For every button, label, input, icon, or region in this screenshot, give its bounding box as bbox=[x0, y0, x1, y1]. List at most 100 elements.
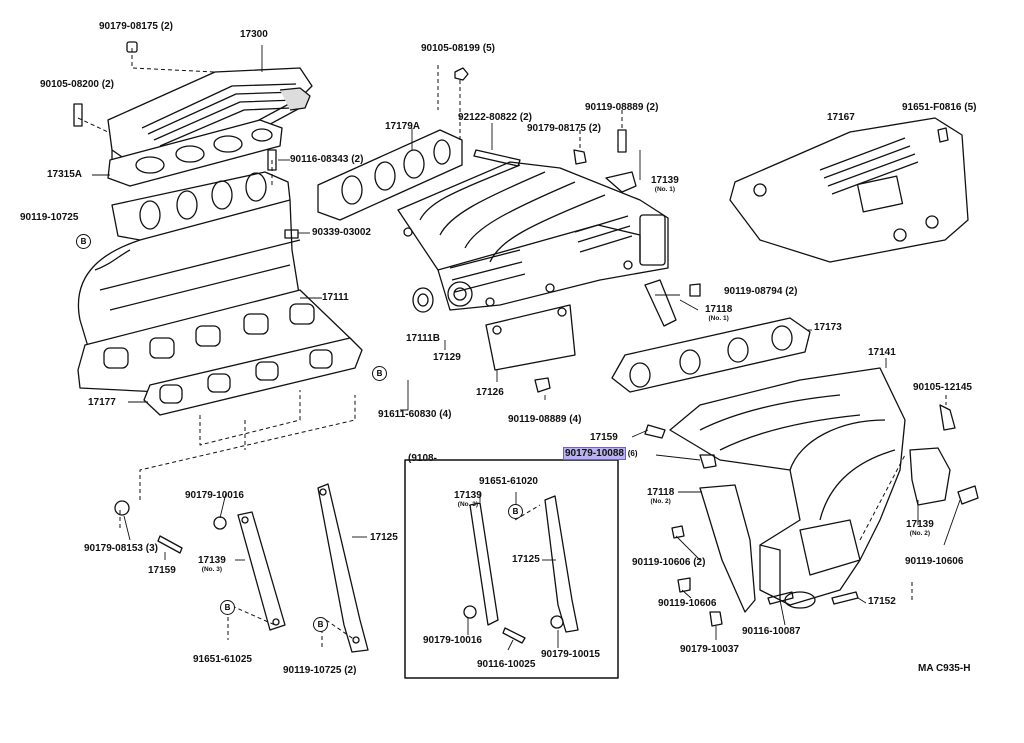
label-17125-box: 17125 bbox=[512, 554, 540, 565]
label-17179A: 17179A bbox=[385, 121, 421, 132]
label-qty: (2) bbox=[519, 112, 532, 123]
label-90179-10088[interactable]: 90179-10088 (6) bbox=[563, 447, 638, 460]
label-91651-61025: 91651-61025 bbox=[193, 654, 252, 665]
gasket-17173-shape bbox=[611, 317, 811, 393]
label-text: 90119-10606 bbox=[632, 557, 691, 568]
label-text: 92122-80822 bbox=[458, 112, 517, 123]
label-90179-08153: 90179-08153 (3) bbox=[84, 544, 158, 554]
label-90105-08200: 90105-08200 (2) bbox=[40, 80, 114, 90]
circle-marker-b: B bbox=[76, 234, 91, 249]
label-17139-no2: 17139(No. 2) bbox=[906, 520, 934, 538]
circle-marker-b: B bbox=[220, 600, 235, 615]
label-90179-10015: 90179-10015 bbox=[541, 649, 600, 660]
label-text: 17118 bbox=[647, 487, 675, 498]
label-sub: (No. 2) bbox=[909, 530, 931, 537]
label-sub: (No. 3) bbox=[201, 566, 223, 573]
center-fasteners bbox=[412, 67, 637, 393]
plenum-cover-17300-shape bbox=[107, 67, 313, 179]
label-text: 17139 bbox=[454, 490, 482, 501]
label-text: 90105-08199 bbox=[421, 43, 480, 54]
label-text: 90119-10725 bbox=[283, 665, 342, 676]
highlighted-part-number[interactable]: 90179-10088 bbox=[563, 447, 626, 460]
label-90119-10606-right: 90119-10606 bbox=[905, 556, 964, 567]
label-sub: (No. 2) bbox=[650, 498, 671, 505]
variant-box-header: (9108- bbox=[408, 453, 437, 464]
label-17141: 17141 bbox=[868, 347, 896, 358]
intake-manifold-17111-shape bbox=[77, 171, 353, 393]
stay-17125-left-shape bbox=[317, 483, 369, 653]
circle-marker-b: B bbox=[372, 366, 387, 381]
label-90116-10087: 90116-10087 bbox=[742, 626, 801, 637]
label-90119-10606-a: 90119-10606 (2) bbox=[632, 558, 705, 568]
air-intake-chamber-17129-shape bbox=[397, 161, 669, 311]
label-qty: (2) bbox=[351, 154, 364, 165]
exhaust-brackets bbox=[644, 279, 979, 627]
label-17139-no3-left: 17139(No. 3) bbox=[198, 556, 226, 574]
engine-cover-17167-shape bbox=[729, 117, 969, 263]
marker-letter: B bbox=[317, 620, 324, 629]
marker-letter: B bbox=[512, 507, 519, 516]
label-90116-08343: 90116-08343 (2) bbox=[290, 155, 363, 165]
label-90119-08889-top: 90119-08889 (2) bbox=[585, 103, 658, 113]
right-dashed-leaders bbox=[859, 395, 947, 600]
label-qty: (2) bbox=[785, 286, 798, 297]
gasket-17179A-shape bbox=[317, 129, 463, 221]
label-qty: (4) bbox=[439, 409, 452, 420]
marker-letter: B bbox=[224, 603, 231, 612]
label-text: 17139 bbox=[906, 519, 934, 530]
label-qty: (2) bbox=[693, 557, 706, 568]
label-17125-left: 17125 bbox=[370, 532, 398, 543]
label-qty: (2) bbox=[646, 102, 659, 113]
label-17152: 17152 bbox=[868, 596, 896, 607]
label-qty: (6) bbox=[627, 449, 638, 458]
label-17129: 17129 bbox=[433, 352, 461, 363]
left-dashed-leaders bbox=[77, 48, 356, 530]
exhaust-manifold-17141-shape bbox=[669, 367, 906, 609]
label-90119-10725-bot: 90119-10725 (2) bbox=[283, 666, 356, 676]
label-17111: 17111 bbox=[322, 292, 349, 303]
variant-box-frame bbox=[404, 459, 619, 679]
circle-marker-b: B bbox=[508, 504, 523, 519]
label-qty: (2) bbox=[588, 123, 601, 134]
label-17177: 17177 bbox=[88, 397, 116, 408]
label-text: 90116-08343 bbox=[290, 154, 349, 165]
marker-letter: B bbox=[80, 237, 87, 246]
circle-marker-b: B bbox=[313, 617, 328, 632]
label-text: 90179-08175 bbox=[527, 123, 586, 134]
center-dashed-leaders bbox=[437, 65, 623, 150]
label-sub: (No. 1) bbox=[654, 186, 676, 193]
label-91651-F0816: 91651-F0816 (5) bbox=[902, 103, 977, 113]
label-text: 17139 bbox=[651, 175, 679, 186]
label-17139-no3-box: 17139(No. 3) bbox=[454, 491, 482, 509]
label-90179-10037: 90179-10037 bbox=[680, 644, 739, 655]
label-90119-10606-b: 90119-10606 bbox=[658, 598, 717, 609]
label-17173: 17173 bbox=[814, 322, 842, 333]
page-code: MA C935-H bbox=[918, 663, 971, 674]
label-qty: (2) bbox=[344, 665, 357, 676]
lower-left-dashed bbox=[227, 605, 356, 650]
label-qty: (5) bbox=[964, 102, 977, 113]
label-90119-08794: 90119-08794 (2) bbox=[724, 287, 797, 297]
label-text: 90119-08889 bbox=[585, 102, 644, 113]
label-text: 90179-08175 bbox=[99, 21, 158, 32]
label-91651-61020: 91651-61020 bbox=[479, 476, 538, 487]
label-17159-left: 17159 bbox=[148, 565, 176, 576]
label-90119-10725-left: 90119-10725 bbox=[20, 212, 79, 223]
label-text: 90105-08200 bbox=[40, 79, 99, 90]
label-text: 17118 bbox=[705, 304, 733, 315]
label-90179-10016-box: 90179-10016 bbox=[423, 635, 482, 646]
stay-17139-no3-left-shape bbox=[237, 511, 286, 631]
label-90339-03002: 90339-03002 bbox=[312, 227, 371, 238]
label-17111B: 17111B bbox=[406, 333, 440, 344]
label-17139-no1: 17139(No. 1) bbox=[651, 176, 679, 194]
label-text: 90179-08153 bbox=[84, 543, 143, 554]
label-text: 90119-08889 bbox=[508, 414, 567, 425]
label-17159-right: 17159 bbox=[590, 432, 618, 443]
label-90179-08175-top: 90179-08175 (2) bbox=[99, 22, 173, 32]
label-92122-80822: 92122-80822 (2) bbox=[458, 113, 532, 123]
label-17167: 17167 bbox=[827, 112, 855, 123]
label-90119-08889-bot: 90119-08889 (4) bbox=[508, 415, 581, 425]
label-qty: (2) bbox=[160, 21, 173, 32]
